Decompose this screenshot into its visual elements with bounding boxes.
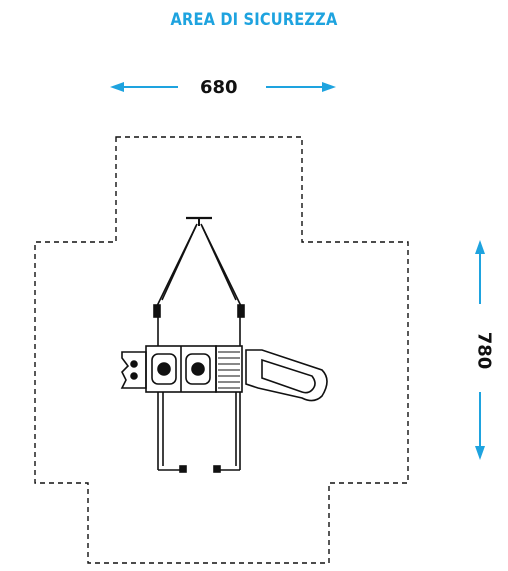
width-arrow <box>110 82 336 92</box>
diagram-title: AREA DI SICUREZZA <box>170 10 338 30</box>
width-dimension-label: 680 <box>200 77 238 98</box>
play-structure <box>120 216 328 473</box>
safety-area-outline <box>34 136 409 564</box>
height-arrow <box>475 240 485 460</box>
